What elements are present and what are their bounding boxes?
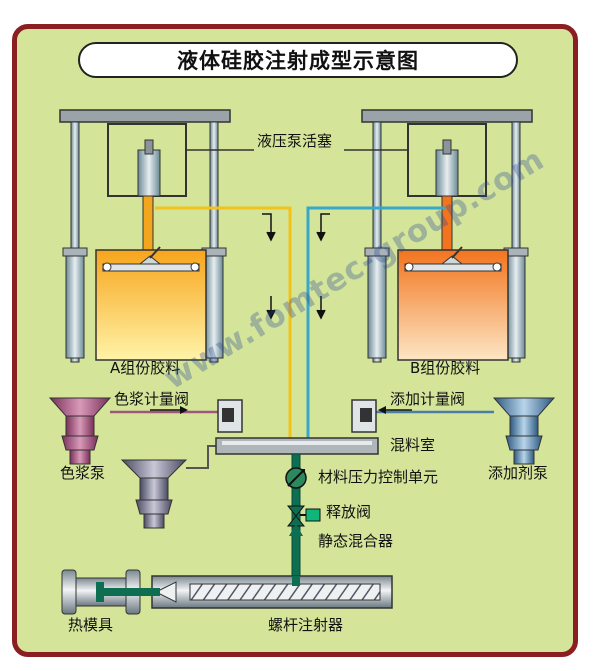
color-meter-valve [217,399,243,433]
pressure-control-valve [285,467,307,489]
press-a-cylinder-left [65,247,85,359]
label-hot-mold: 热模具 [68,616,114,634]
press-b-top-plate [361,109,533,123]
piston-rod-a [142,195,154,251]
label-component-a: A组份胶料 [110,359,181,377]
mixer-arrow [289,524,303,536]
feed-line-a [155,206,292,440]
label-additive-meter-valve: 添加计量阀 [390,390,466,408]
label-static-mixer: 静态混合器 [318,532,394,550]
label-hydraulic-piston: 液压泵活塞 [257,132,333,150]
press-a-rod-right [209,121,219,363]
hydraulic-piston-a [137,149,161,197]
additive-pump-body [492,397,556,465]
label-release-valve: 释放阀 [326,503,372,521]
title-box: 液体硅胶注射成型示意图 [78,42,518,78]
label-mixing-chamber: 混料室 [390,436,436,454]
tank-a-plate [102,263,200,272]
press-a-top-plate [59,109,231,123]
press-b [361,109,533,363]
flow-arrows [262,213,330,320]
color-paste-tank [48,397,112,465]
mixing-chamber [215,437,379,455]
additive-meter-valve [351,399,377,433]
feed-line-b [306,206,445,440]
label-color-meter-valve: 色浆计量阀 [114,390,190,408]
press-b-cylinder-right [506,247,526,359]
tank-b-plate [404,263,502,272]
label-color-pump: 色浆泵 [60,464,106,482]
label-component-b: B组份胶料 [410,359,481,377]
label-pressure-control-unit: 材料压力控制单元 [318,468,439,486]
press-a-rod-left [70,121,80,363]
press-a [59,109,231,363]
label-additive-pump: 添加剂泵 [488,464,549,482]
label-screw-injector: 螺杆注射器 [268,616,344,634]
press-b-rod-left [372,121,382,363]
press-b-rod-right [511,121,521,363]
color-pump [120,459,188,529]
screw-injector [104,575,393,609]
diagram-title: 液体硅胶注射成型示意图 [177,49,419,73]
